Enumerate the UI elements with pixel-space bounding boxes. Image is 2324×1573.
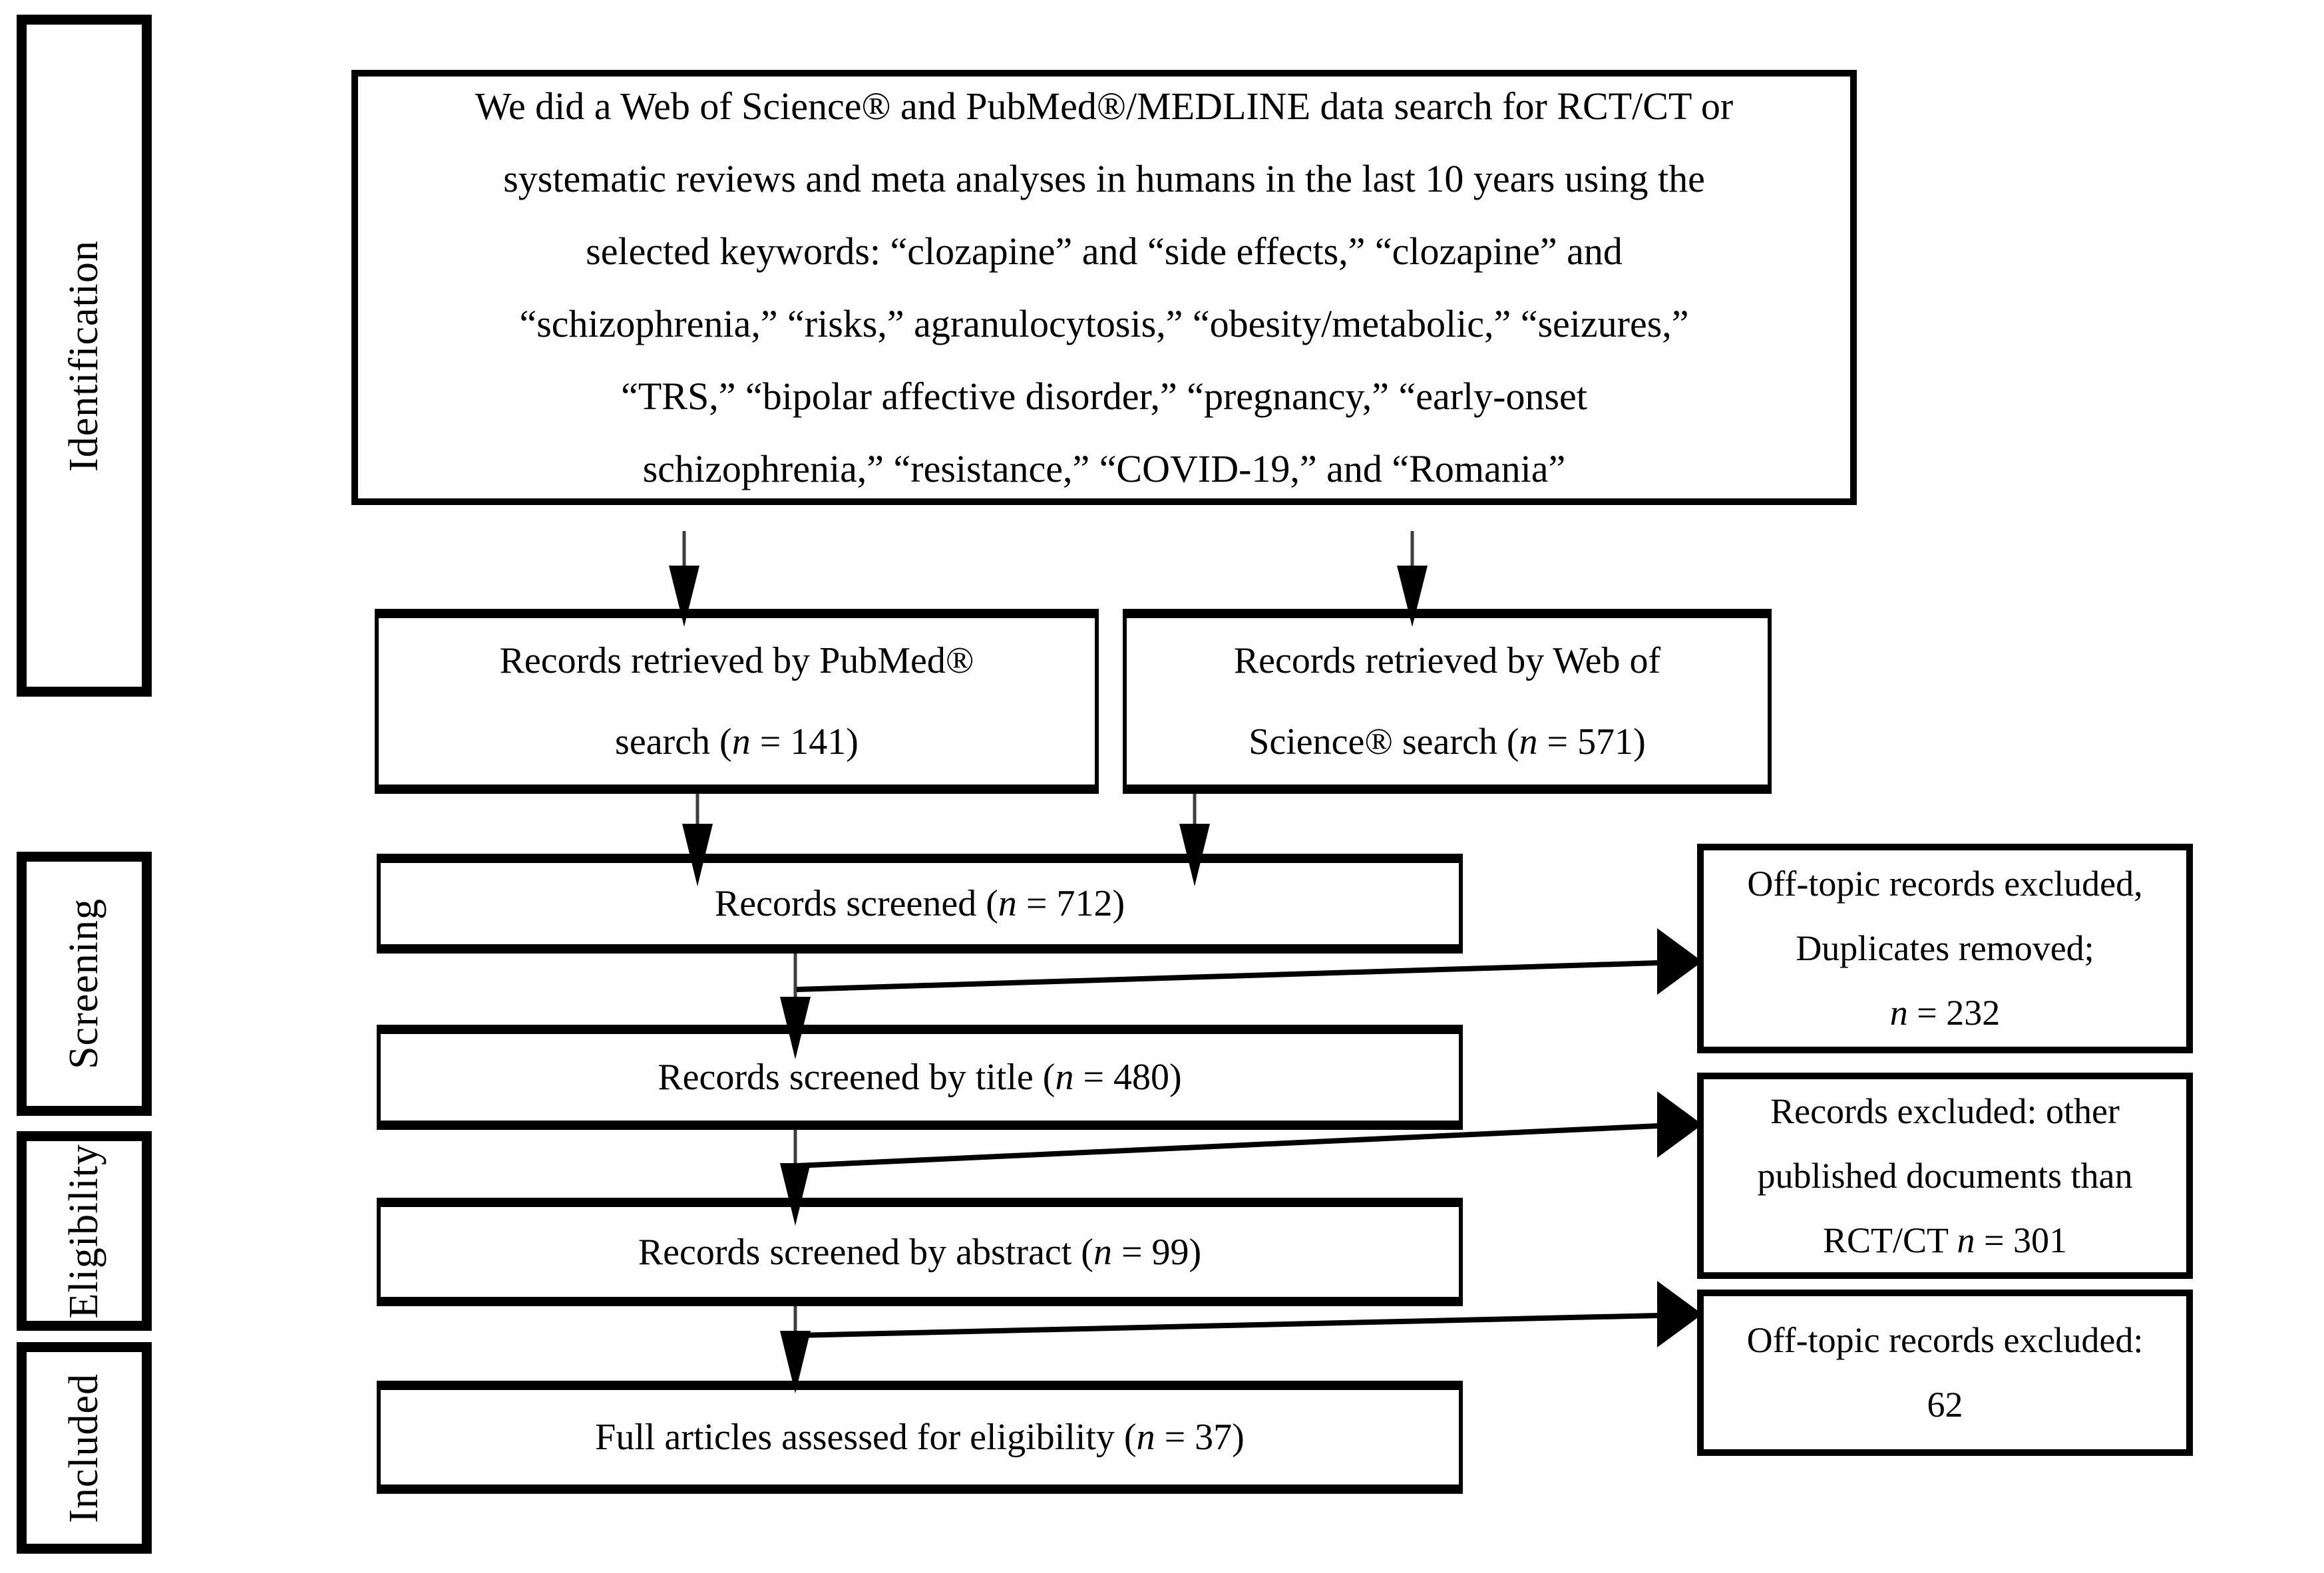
stage-eligibility: Eligibility bbox=[17, 1131, 152, 1331]
label-text: Records excluded: other bbox=[1770, 1091, 2120, 1131]
label-text: = 480) bbox=[1073, 1057, 1182, 1098]
label-text: Records screened by abstract ( bbox=[638, 1231, 1093, 1273]
stage-screening-label: Screening bbox=[61, 898, 106, 1069]
methods-line: systematic reviews and meta analyses in … bbox=[503, 142, 1705, 215]
methods-text: schizophrenia,” “resistance,” “COVID-19,… bbox=[642, 447, 1566, 490]
label-text: = 712) bbox=[1016, 883, 1125, 924]
screened-by-title-box: Records screened by title (n = 480) bbox=[377, 1025, 1463, 1130]
web-of-science-records-box: Records retrieved by Web of Science® sea… bbox=[1123, 609, 1772, 794]
box-line: Records screened (n = 712) bbox=[715, 882, 1125, 925]
box-line: Records screened by title (n = 480) bbox=[658, 1056, 1181, 1099]
n-variable: n bbox=[998, 883, 1017, 924]
label-text: published documents than bbox=[1757, 1155, 2133, 1196]
methods-line: “TRS,” “bipolar affective disorder,” “pr… bbox=[621, 360, 1587, 433]
n-variable: n bbox=[1957, 1220, 1975, 1260]
box-line: RCT/CT n = 301 bbox=[1823, 1208, 2067, 1273]
box-line: Duplicates removed; bbox=[1796, 916, 2094, 981]
n-variable: n bbox=[1519, 721, 1538, 763]
stage-eligibility-label: Eligibility bbox=[61, 1143, 106, 1319]
n-variable: n bbox=[1889, 993, 1908, 1033]
methods-line: “schizophrenia,” “risks,” agranulocytosi… bbox=[519, 287, 1688, 360]
methods-text: “TRS,” “bipolar affective disorder,” “pr… bbox=[621, 375, 1587, 418]
records-screened-box: Records screened (n = 712) bbox=[377, 854, 1463, 954]
excluded-off-topic-box: Off-topic records excluded: 62 bbox=[1697, 1290, 2193, 1456]
box-line: n = 232 bbox=[1890, 981, 2000, 1045]
excluded-duplicates-box: Off-topic records excluded, Duplicates r… bbox=[1697, 844, 2193, 1053]
label-text: 62 bbox=[1927, 1385, 1963, 1425]
label-text: Records screened ( bbox=[714, 883, 998, 924]
box-line: Science® search (n = 571) bbox=[1249, 701, 1646, 783]
excluded-non-rct-box: Records excluded: other published docume… bbox=[1697, 1073, 2193, 1279]
stage-identification: Identification bbox=[17, 15, 152, 697]
n-variable: n bbox=[731, 721, 751, 763]
label-text: = 301 bbox=[1975, 1220, 2068, 1260]
n-variable: n bbox=[1093, 1231, 1112, 1273]
box-line: Off-topic records excluded: bbox=[1747, 1308, 2144, 1373]
box-line: Full articles assessed for eligibility (… bbox=[595, 1416, 1245, 1459]
pubmed-records-box: Records retrieved by PubMed® search (n =… bbox=[375, 609, 1099, 794]
methods-text: systematic reviews and meta analyses in … bbox=[503, 157, 1705, 200]
stage-included: Included bbox=[17, 1342, 152, 1554]
box-line: Records screened by abstract (n = 99) bbox=[638, 1231, 1201, 1274]
label-text: = 37) bbox=[1155, 1417, 1245, 1458]
methods-line: selected keywords: “clozapine” and “side… bbox=[586, 215, 1623, 287]
label-text: Full articles assessed for eligibility ( bbox=[595, 1417, 1137, 1458]
box-line: 62 bbox=[1927, 1373, 1963, 1437]
label-text: Off-topic records excluded: bbox=[1746, 1320, 2144, 1360]
box-line: Records retrieved by Web of bbox=[1234, 620, 1660, 701]
label-text: RCT/CT bbox=[1822, 1220, 1957, 1260]
label-text: Records retrieved by PubMed® bbox=[499, 640, 974, 681]
search-methods-box: We did a Web of Science® and PubMed®/MED… bbox=[351, 70, 1857, 505]
box-line: Off-topic records excluded, bbox=[1747, 852, 2142, 916]
label-text: Duplicates removed; bbox=[1796, 928, 2094, 968]
methods-line: schizophrenia,” “resistance,” “COVID-19,… bbox=[643, 433, 1566, 505]
n-variable: n bbox=[1055, 1057, 1074, 1098]
label-text: = 232 bbox=[1907, 993, 2001, 1033]
methods-text: We did a Web of Science® and PubMed®/MED… bbox=[475, 85, 1734, 128]
label-text: = 99) bbox=[1111, 1231, 1202, 1273]
stage-screening: Screening bbox=[17, 852, 152, 1116]
methods-line: We did a Web of Science® and PubMed®/MED… bbox=[475, 70, 1733, 142]
methods-text: selected keywords: “clozapine” and “side… bbox=[586, 230, 1623, 273]
label-text: Off-topic records excluded, bbox=[1747, 864, 2143, 904]
box-line: search (n = 141) bbox=[615, 701, 859, 783]
label-text: = 141) bbox=[750, 721, 859, 763]
box-line: Records retrieved by PubMed® bbox=[500, 620, 974, 701]
box-line: published documents than bbox=[1758, 1144, 2133, 1208]
methods-text: “schizophrenia,” “risks,” agranulocytosi… bbox=[519, 302, 1689, 345]
box-line: Records excluded: other bbox=[1770, 1079, 2120, 1144]
stage-included-label: Included bbox=[61, 1373, 106, 1523]
label-text: = 571) bbox=[1537, 721, 1646, 763]
n-variable: n bbox=[1136, 1417, 1155, 1458]
label-text: Science® search ( bbox=[1249, 721, 1519, 763]
label-text: search ( bbox=[615, 721, 732, 763]
label-text: Records retrieved by Web of bbox=[1233, 640, 1661, 681]
label-text: Records screened by title ( bbox=[658, 1057, 1056, 1098]
stage-identification-label: Identification bbox=[61, 240, 106, 472]
screened-by-abstract-box: Records screened by abstract (n = 99) bbox=[377, 1198, 1463, 1306]
full-articles-box: Full articles assessed for eligibility (… bbox=[377, 1381, 1463, 1494]
